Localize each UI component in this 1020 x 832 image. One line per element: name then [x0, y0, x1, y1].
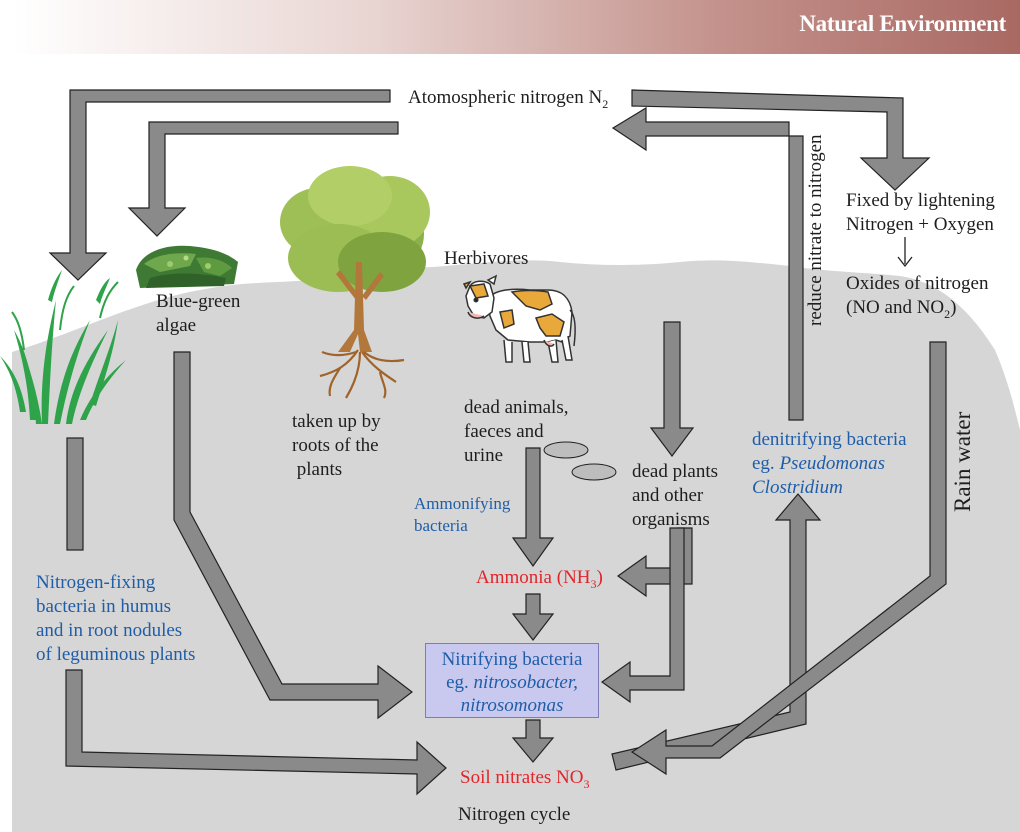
blue-green-algae-label-line2: algae: [156, 315, 197, 336]
denitrifying-eg-label: eg. Pseudomonas: [752, 453, 885, 474]
atmospheric-nitrogen-label: Atomospheric nitrogen N2: [408, 87, 609, 111]
arrow-atmosphere-to-lightning: [631, 89, 931, 191]
dung-shape: [543, 441, 589, 459]
dead-animals-label-line1: dead animals,: [464, 397, 569, 418]
no-and-no2-label: (NO and NO2): [846, 297, 957, 321]
arrow-dead-animals-to-ammonia: [511, 447, 555, 568]
header-banner: Natural Environment: [12, 0, 1020, 54]
arrow-atmosphere-to-grass: [48, 89, 391, 281]
blue-green-algae-label-line1: Blue-green: [156, 291, 241, 312]
dead-animals-label-line3: urine: [464, 445, 504, 466]
arrow-grass-down: [66, 437, 84, 551]
fixed-by-lightening-label: Fixed by lightening: [846, 190, 995, 211]
ammonia-label: Ammonia (NH3): [476, 567, 603, 591]
ammonifying-bacteria-label-line2: bacteria: [414, 516, 468, 535]
grass-icon: [0, 270, 126, 424]
tree-icon: [280, 166, 430, 399]
oxides-of-nitrogen-label: Oxides of nitrogen: [846, 273, 989, 294]
arrow-atmosphere-to-algae: [127, 121, 399, 237]
taken-up-label-line1: taken up by: [292, 411, 381, 432]
dead-plants-label-line2: and other: [632, 485, 704, 506]
grass-blades: [11, 281, 119, 351]
nitrosomonas-label: nitrosomonas: [460, 695, 564, 716]
nitrogen-fixing-label-line2: bacteria in humus: [36, 596, 172, 617]
nitrogen-fixing-label-line3: and in root nodules: [36, 620, 183, 641]
nitrogen-fixing-label-line4: of leguminous plants: [36, 644, 196, 665]
algae-icon: [136, 245, 238, 288]
arrow-fixing-to-soil: [65, 669, 447, 796]
ammonifying-bacteria-label-line1: Ammonifying: [414, 494, 511, 513]
clostridium-label: Clostridium: [752, 477, 843, 498]
nitrogen-oxygen-label: Nitrogen + Oxygen: [846, 214, 994, 235]
arrow-nitrifying-to-soil: [511, 719, 555, 763]
reduce-nitrate-label: reduce nitrate to nitrogen: [805, 134, 826, 326]
arrow-rain-to-soil: [630, 341, 947, 776]
herbivores-label: Herbivores: [444, 248, 529, 269]
arrow-herbivore-to-dead-plants: [649, 321, 695, 457]
arrow-denitrify-to-atmosphere: [611, 106, 804, 421]
arrow-ammonia-to-nitrifying: [511, 593, 555, 641]
arrow-lightning-oxides: [897, 237, 913, 268]
header-title: Natural Environment: [799, 11, 1006, 36]
cow-icon: [462, 274, 576, 363]
arrow-algae-to-nitrifying: [173, 351, 413, 720]
nitrifying-bacteria-label: Nitrifying bacteria: [441, 649, 583, 670]
taken-up-label-line2: roots of the: [292, 435, 379, 456]
dung-shape: [571, 463, 617, 481]
arrow-dead-plants-to-nitrifying: [600, 527, 685, 704]
rain-water-label: Rain water: [950, 411, 975, 512]
dead-plants-label-line1: dead plants: [632, 461, 719, 482]
diagram-caption: Nitrogen cycle: [458, 804, 571, 825]
denitrifying-bacteria-label: denitrifying bacteria: [752, 429, 907, 450]
soil-nitrates-label: Soil nitrates NO3: [460, 767, 590, 791]
taken-up-label-line3: plants: [292, 459, 343, 480]
nitrogen-fixing-label-line1: Nitrogen-fixing: [36, 572, 156, 593]
ground-area: [12, 260, 1020, 832]
dead-plants-label-line3: organisms: [632, 509, 710, 530]
nitrifying-eg-label: eg. nitrosobacter,: [446, 672, 578, 693]
dead-animals-label-line2: faeces and: [464, 421, 544, 442]
nitrifying-bacteria-box: Nitrifying bacteria eg. nitrosobacter, n…: [425, 643, 599, 718]
